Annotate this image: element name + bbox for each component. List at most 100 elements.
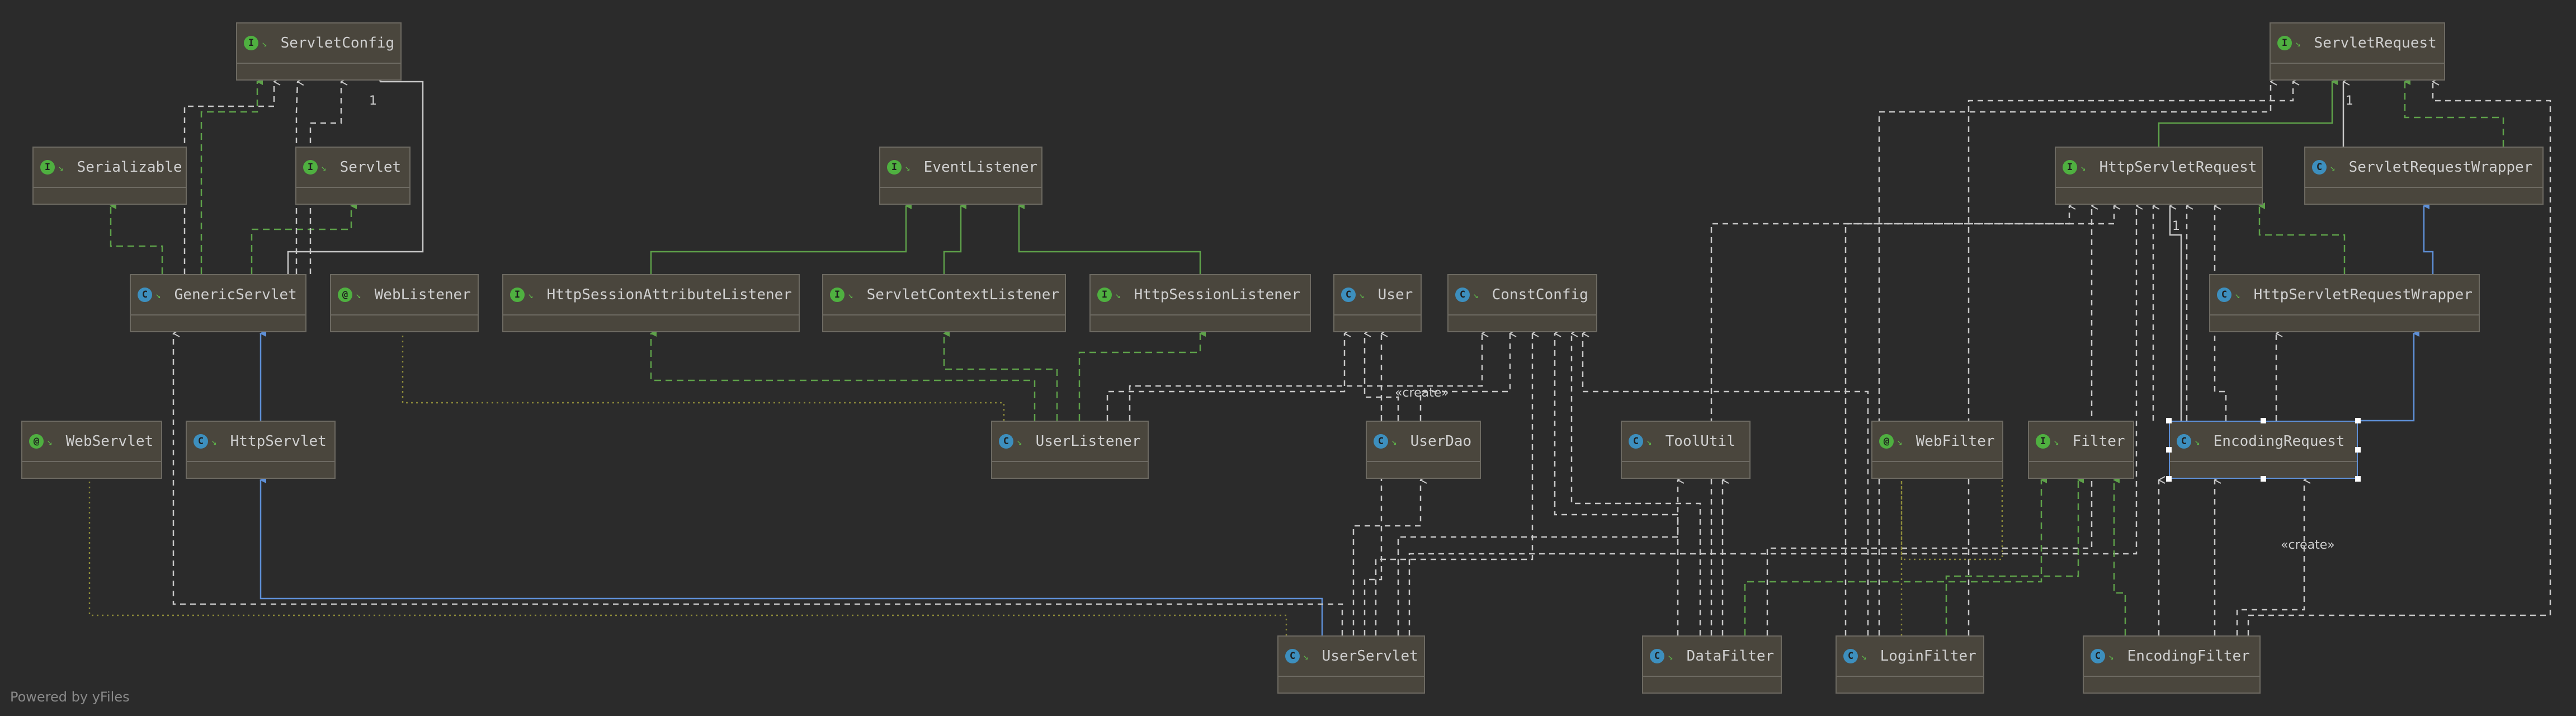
node-httpsessionattributelistener[interactable]: I↘HttpSessionAttributeListener — [502, 274, 800, 332]
annotation-icon: @ — [29, 434, 44, 449]
node-title: Filter — [2072, 433, 2125, 450]
selection-handle[interactable] — [2166, 418, 2172, 423]
node-userservlet[interactable]: C↘UserServlet — [1277, 635, 1425, 694]
public-visibility-icon: ↘ — [211, 436, 217, 447]
node-encodingrequest[interactable]: C↘EncodingRequest — [2169, 421, 2358, 479]
node-header: C↘UserServlet — [1278, 637, 1424, 676]
selection-handle[interactable] — [2355, 418, 2361, 423]
node-title: ServletConfig — [280, 35, 395, 51]
node-header: C↘User — [1334, 275, 1421, 314]
node-members-section — [237, 63, 400, 79]
class-icon: C — [1455, 288, 1470, 302]
node-members-section — [1643, 676, 1781, 693]
node-title: HttpServletRequestWrapper — [2253, 286, 2473, 303]
node-userlistener[interactable]: C↘UserListener — [991, 421, 1149, 479]
node-serializable[interactable]: I↘Serializable — [32, 147, 187, 205]
extends-edge — [1018, 202, 1201, 274]
public-visibility-icon: ↘ — [1115, 289, 1121, 300]
class-icon: C — [2091, 649, 2105, 663]
interface-icon: I — [2063, 160, 2077, 175]
selection-handle[interactable] — [2261, 418, 2266, 423]
public-visibility-icon: ↘ — [1359, 289, 1365, 300]
dependency-edge — [1129, 333, 1482, 421]
extends-edge — [2358, 330, 2419, 422]
dependency-edge — [1968, 82, 2293, 635]
extends-edge — [2423, 202, 2434, 274]
node-servlet[interactable]: I↘Servlet — [295, 147, 411, 205]
node-webfilter[interactable]: @↘WebFilter — [1871, 421, 2003, 479]
node-filter[interactable]: I↘Filter — [2028, 421, 2134, 479]
node-header: C↘HttpServlet — [187, 422, 334, 461]
public-visibility-icon: ↘ — [58, 162, 64, 173]
node-header: I↘Servlet — [296, 148, 409, 187]
dependency-edge — [1352, 480, 1421, 635]
node-header: C↘ConstConfig — [1449, 275, 1596, 314]
selection-handle[interactable] — [2166, 447, 2172, 453]
powered-by-footer: Powered by yFiles — [10, 689, 130, 705]
selection-handle[interactable] — [2355, 476, 2361, 482]
node-httpservletrequestwrapper[interactable]: C↘HttpServletRequestWrapper — [2209, 274, 2480, 332]
node-header: @↘WebServlet — [22, 422, 161, 461]
node-constconfig[interactable]: C↘ConstConfig — [1447, 274, 1597, 332]
selection-handle[interactable] — [2261, 476, 2266, 482]
node-weblistener[interactable]: @↘WebListener — [330, 274, 479, 332]
node-toolutil[interactable]: C↘ToolUtil — [1621, 421, 1751, 479]
class-icon: C — [1285, 649, 1300, 663]
node-title: HttpServlet — [230, 433, 327, 450]
node-datafilter[interactable]: C↘DataFilter — [1642, 635, 1782, 694]
node-title: WebFilter — [1916, 433, 1995, 450]
dependency-edge — [1766, 206, 2092, 635]
node-title: UserDao — [1410, 433, 1472, 450]
node-title: ServletRequestWrapper — [2348, 159, 2533, 176]
node-eventlistener[interactable]: I↘EventListener — [879, 147, 1042, 205]
dependency-edge — [1397, 480, 1678, 635]
dependency-edge — [172, 333, 1343, 635]
selection-handle[interactable] — [2355, 447, 2361, 453]
extends-edge — [260, 477, 1323, 635]
node-members-section — [2084, 676, 2259, 693]
node-title: WebServlet — [65, 433, 154, 450]
node-user[interactable]: C↘User — [1333, 274, 1422, 332]
node-httpsessionlistener[interactable]: I↘HttpSessionListener — [1089, 274, 1311, 332]
dependency-edge — [1844, 206, 2114, 635]
public-visibility-icon: ↘ — [2108, 651, 2114, 662]
node-servletcontextlistener[interactable]: I↘ServletContextListener — [822, 274, 1066, 332]
annotation-edge — [88, 480, 1287, 635]
dependency-edge — [1878, 82, 2271, 635]
interface-icon: I — [303, 160, 318, 175]
node-servletrequestwrapper[interactable]: C↘ServletRequestWrapper — [2304, 147, 2544, 205]
public-visibility-icon: ↘ — [1646, 436, 1652, 447]
selection-handle[interactable] — [2166, 476, 2172, 482]
public-visibility-icon: ↘ — [2080, 162, 2086, 173]
dependency-edge — [1419, 333, 1510, 421]
node-header: C↘LoginFilter — [1837, 637, 1983, 676]
node-loginfilter[interactable]: C↘LoginFilter — [1836, 635, 1984, 694]
node-title: HttpSessionListener — [1134, 286, 1301, 303]
node-members-section — [992, 461, 1148, 478]
node-members-section — [1091, 314, 1310, 331]
node-encodingfilter[interactable]: C↘EncodingFilter — [2083, 635, 2261, 694]
interface-icon: I — [510, 288, 525, 302]
node-servletrequest[interactable]: I↘ServletRequest — [2270, 22, 2445, 81]
implements-edge — [650, 330, 1036, 421]
node-header: I↘ServletRequest — [2271, 23, 2444, 63]
node-httpservlet[interactable]: C↘HttpServlet — [186, 421, 336, 479]
extends-edge — [650, 202, 912, 274]
implements-edge — [1945, 477, 2084, 635]
node-title: ToolUtil — [1665, 433, 1735, 450]
node-httpservletrequest[interactable]: I↘HttpServletRequest — [2055, 147, 2263, 205]
public-visibility-icon: ↘ — [1668, 651, 1673, 662]
node-members-section — [2056, 187, 2262, 204]
node-webservlet[interactable]: @↘WebServlet — [21, 421, 162, 479]
node-header: I↘Filter — [2029, 422, 2133, 461]
node-header: C↘ServletRequestWrapper — [2305, 148, 2542, 187]
class-icon: C — [1341, 288, 1356, 302]
multiplicity-label: 1 — [2346, 94, 2353, 108]
node-userdao[interactable]: C↘UserDao — [1366, 421, 1481, 479]
node-members-section — [34, 187, 186, 204]
public-visibility-icon: ↘ — [905, 162, 910, 173]
node-genericservlet[interactable]: C↘GenericServlet — [130, 274, 306, 332]
node-servletconfig[interactable]: I↘ServletConfig — [236, 22, 402, 81]
multiplicity-label: 1 — [369, 94, 377, 108]
